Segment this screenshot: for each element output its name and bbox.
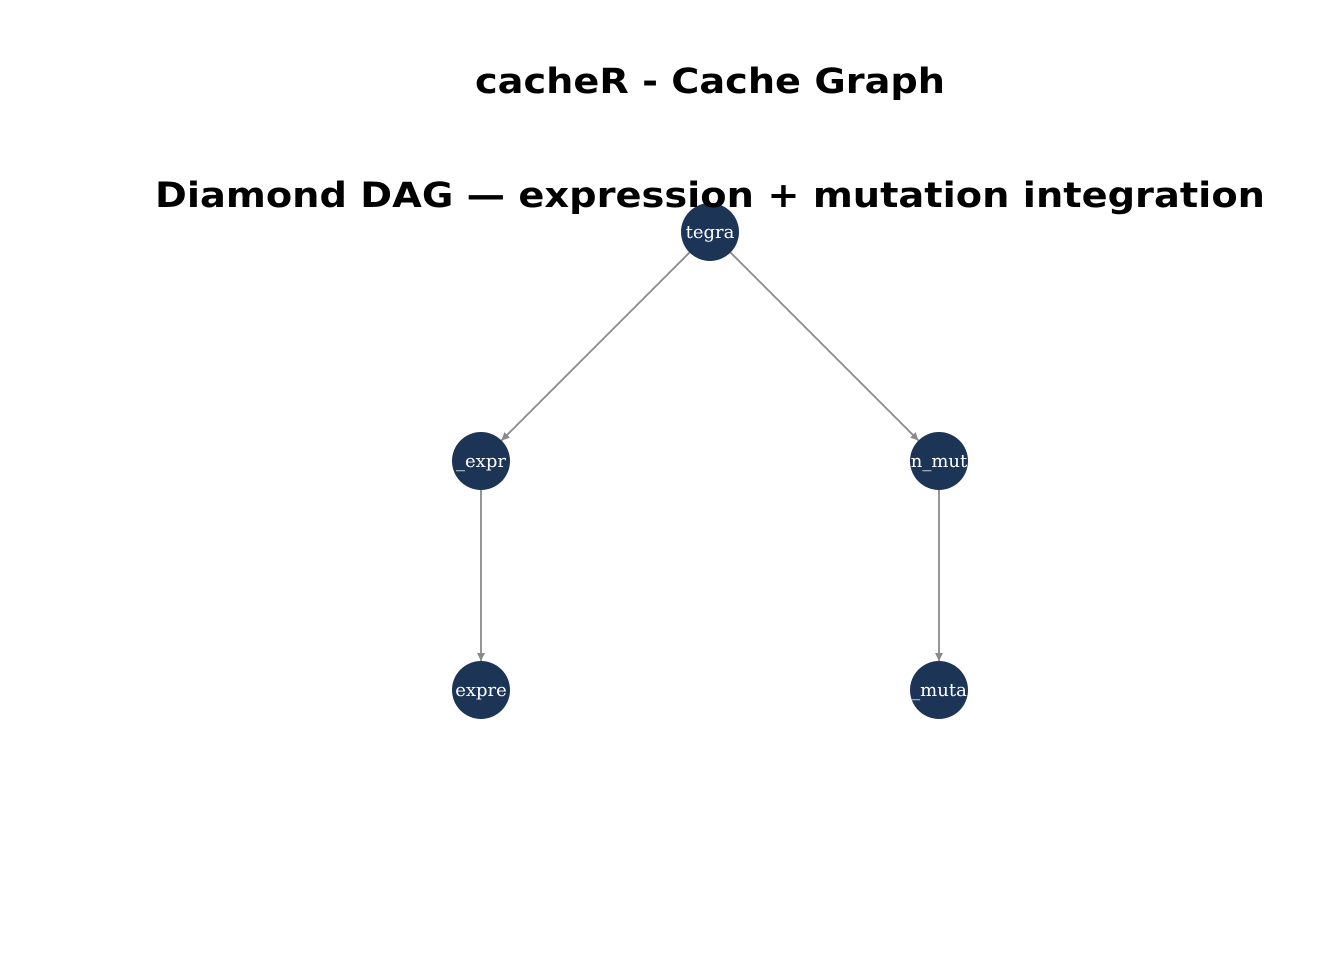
node-circle xyxy=(681,203,739,261)
node-integration[interactable]: tegra xyxy=(681,203,739,261)
node-label: n_mut xyxy=(911,451,968,472)
node-circle xyxy=(452,432,510,490)
node-process_expr[interactable]: _expr xyxy=(452,432,510,490)
edges xyxy=(477,251,943,661)
graph-subtitle: Diamond DAG — expression + mutation inte… xyxy=(155,176,1265,216)
node-circle xyxy=(452,661,510,719)
node-circle xyxy=(910,661,968,719)
node-label: tegra xyxy=(686,222,735,243)
node-label: _muta xyxy=(911,680,967,701)
node-label: _expr xyxy=(456,451,506,472)
node-load_mut[interactable]: _muta xyxy=(910,661,968,719)
edge-integration-to-process_expr xyxy=(500,251,691,442)
node-circle xyxy=(910,432,968,490)
node-load_expr[interactable]: expre xyxy=(452,661,510,719)
node-label: expre xyxy=(455,680,507,701)
edge-integration-to-process_mut xyxy=(729,251,920,442)
graph-title: cacheR - Cache Graph xyxy=(475,62,945,102)
node-process_mut[interactable]: n_mut xyxy=(910,432,968,490)
